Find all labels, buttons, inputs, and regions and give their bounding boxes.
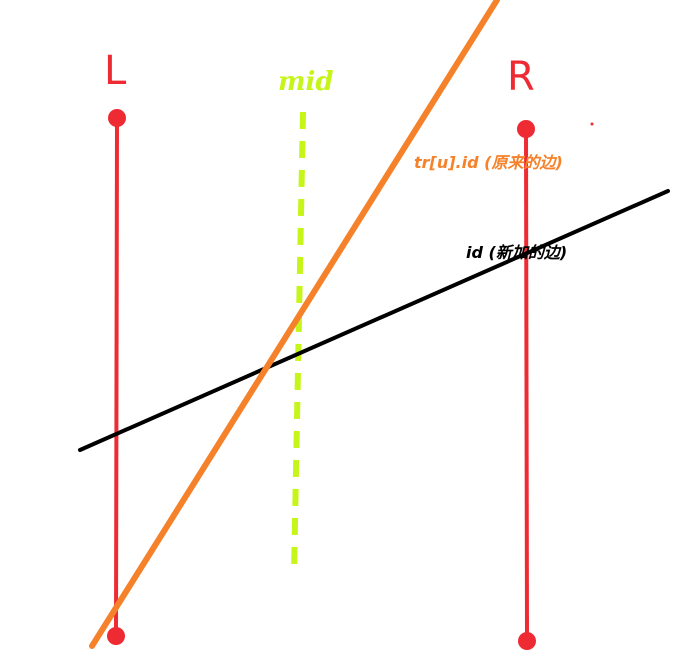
original-edge-line — [89, 0, 500, 649]
left-boundary: L — [104, 48, 127, 645]
mid-label: mid — [278, 67, 334, 97]
left-top-endpoint — [108, 109, 126, 127]
right-boundary: R — [507, 54, 536, 650]
right-boundary-line — [524, 127, 529, 643]
right-boundary-label: R — [507, 54, 535, 100]
original-edge-label: tr[u].id (原来的边) — [414, 153, 563, 172]
new-edge-label: id (新加的边) — [466, 243, 567, 262]
left-boundary-line — [114, 116, 119, 638]
stray-dot — [590, 122, 594, 126]
right-top-endpoint — [517, 120, 535, 138]
original-edge-group: tr[u].id (原来的边) — [89, 0, 563, 649]
mid-line-group: mid — [278, 67, 334, 575]
mid-dashed-line — [291, 111, 306, 575]
left-bottom-endpoint — [107, 627, 125, 645]
new-edge-line — [78, 189, 670, 452]
new-edge-group: id (新加的边) — [78, 189, 670, 452]
left-boundary-label: L — [104, 48, 127, 94]
right-bottom-endpoint — [518, 632, 536, 650]
